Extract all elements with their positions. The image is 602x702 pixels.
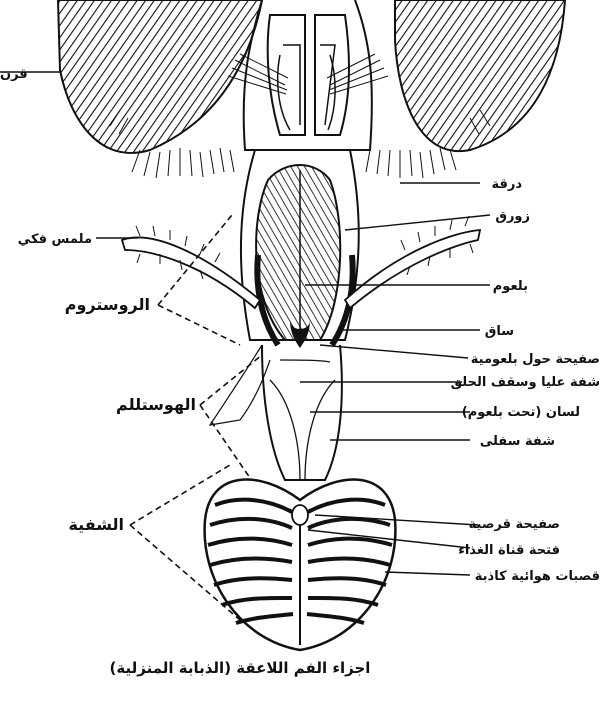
label-right-1: زورق	[495, 209, 530, 224]
label-haustellum: الهوستللم	[116, 395, 196, 414]
figure-caption: اجزاء الفم اللاعقة (الذبابة المنزلية)	[110, 659, 371, 677]
fulcrum	[256, 165, 340, 340]
label-right-10: قصبات هوائية كاذبة	[475, 569, 600, 584]
label-right-6: لسان (تحت بلعوم)	[462, 405, 580, 420]
label-labella: الشفية	[68, 515, 124, 534]
left-compound-eye	[58, 0, 262, 153]
label-maxillary-palp: ملمس فكي	[18, 232, 92, 247]
label-right-2: بلعوم	[493, 279, 528, 294]
arista-bristles	[228, 54, 388, 94]
label-right-7: شفة سفلى	[480, 434, 555, 449]
frons-clypeus	[244, 0, 372, 150]
labella-lobes	[205, 480, 396, 650]
bracket-haustellum	[200, 355, 262, 478]
label-right-4: صفيحة حول بلعومية	[471, 352, 600, 367]
rostrum-body	[241, 150, 359, 348]
maxillary-palp-right	[345, 216, 480, 308]
label-right-9: فتحة قناة الغذاء	[458, 543, 560, 558]
label-right-3: ساق	[485, 324, 514, 339]
label-right-0: درقة	[491, 177, 522, 192]
discal-sclerite	[292, 505, 308, 525]
label-right-8: صفيحة قرصية	[469, 517, 560, 532]
label-antenna-partial: قرن	[0, 67, 28, 82]
right-compound-eye	[395, 0, 565, 151]
label-right-5: شفة عليا وسقف الحلق	[451, 375, 600, 390]
label-rostrum: الروستروم	[65, 295, 150, 314]
